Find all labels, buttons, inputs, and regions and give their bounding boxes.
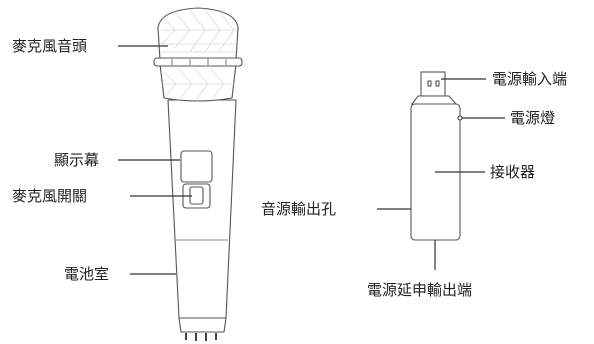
label-mic-head: 麥克風音頭 bbox=[12, 37, 87, 55]
label-audio-out: 音源輸出孔 bbox=[261, 200, 336, 218]
label-power-light: 電源燈 bbox=[510, 109, 555, 127]
label-power-input: 電源輸入端 bbox=[492, 70, 567, 88]
power-light bbox=[457, 115, 463, 121]
label-mic-switch: 麥克風開關 bbox=[12, 187, 87, 205]
usb-connector bbox=[420, 71, 446, 97]
bottom-vents bbox=[185, 333, 217, 341]
label-battery: 電池室 bbox=[64, 265, 109, 283]
label-power-ext: 電源延申輸出端 bbox=[367, 281, 472, 299]
microphone bbox=[153, 7, 243, 341]
microphone-handle bbox=[167, 99, 237, 319]
microphone-head bbox=[153, 7, 243, 102]
receiver-neck bbox=[410, 95, 458, 105]
label-display: 顯示幕 bbox=[54, 151, 99, 169]
microphone-display bbox=[180, 150, 213, 183]
microphone-head-band bbox=[153, 57, 243, 67]
label-receiver: 接收器 bbox=[490, 163, 535, 181]
receiver bbox=[410, 71, 463, 241]
microphone-bottom-cap bbox=[178, 317, 227, 333]
